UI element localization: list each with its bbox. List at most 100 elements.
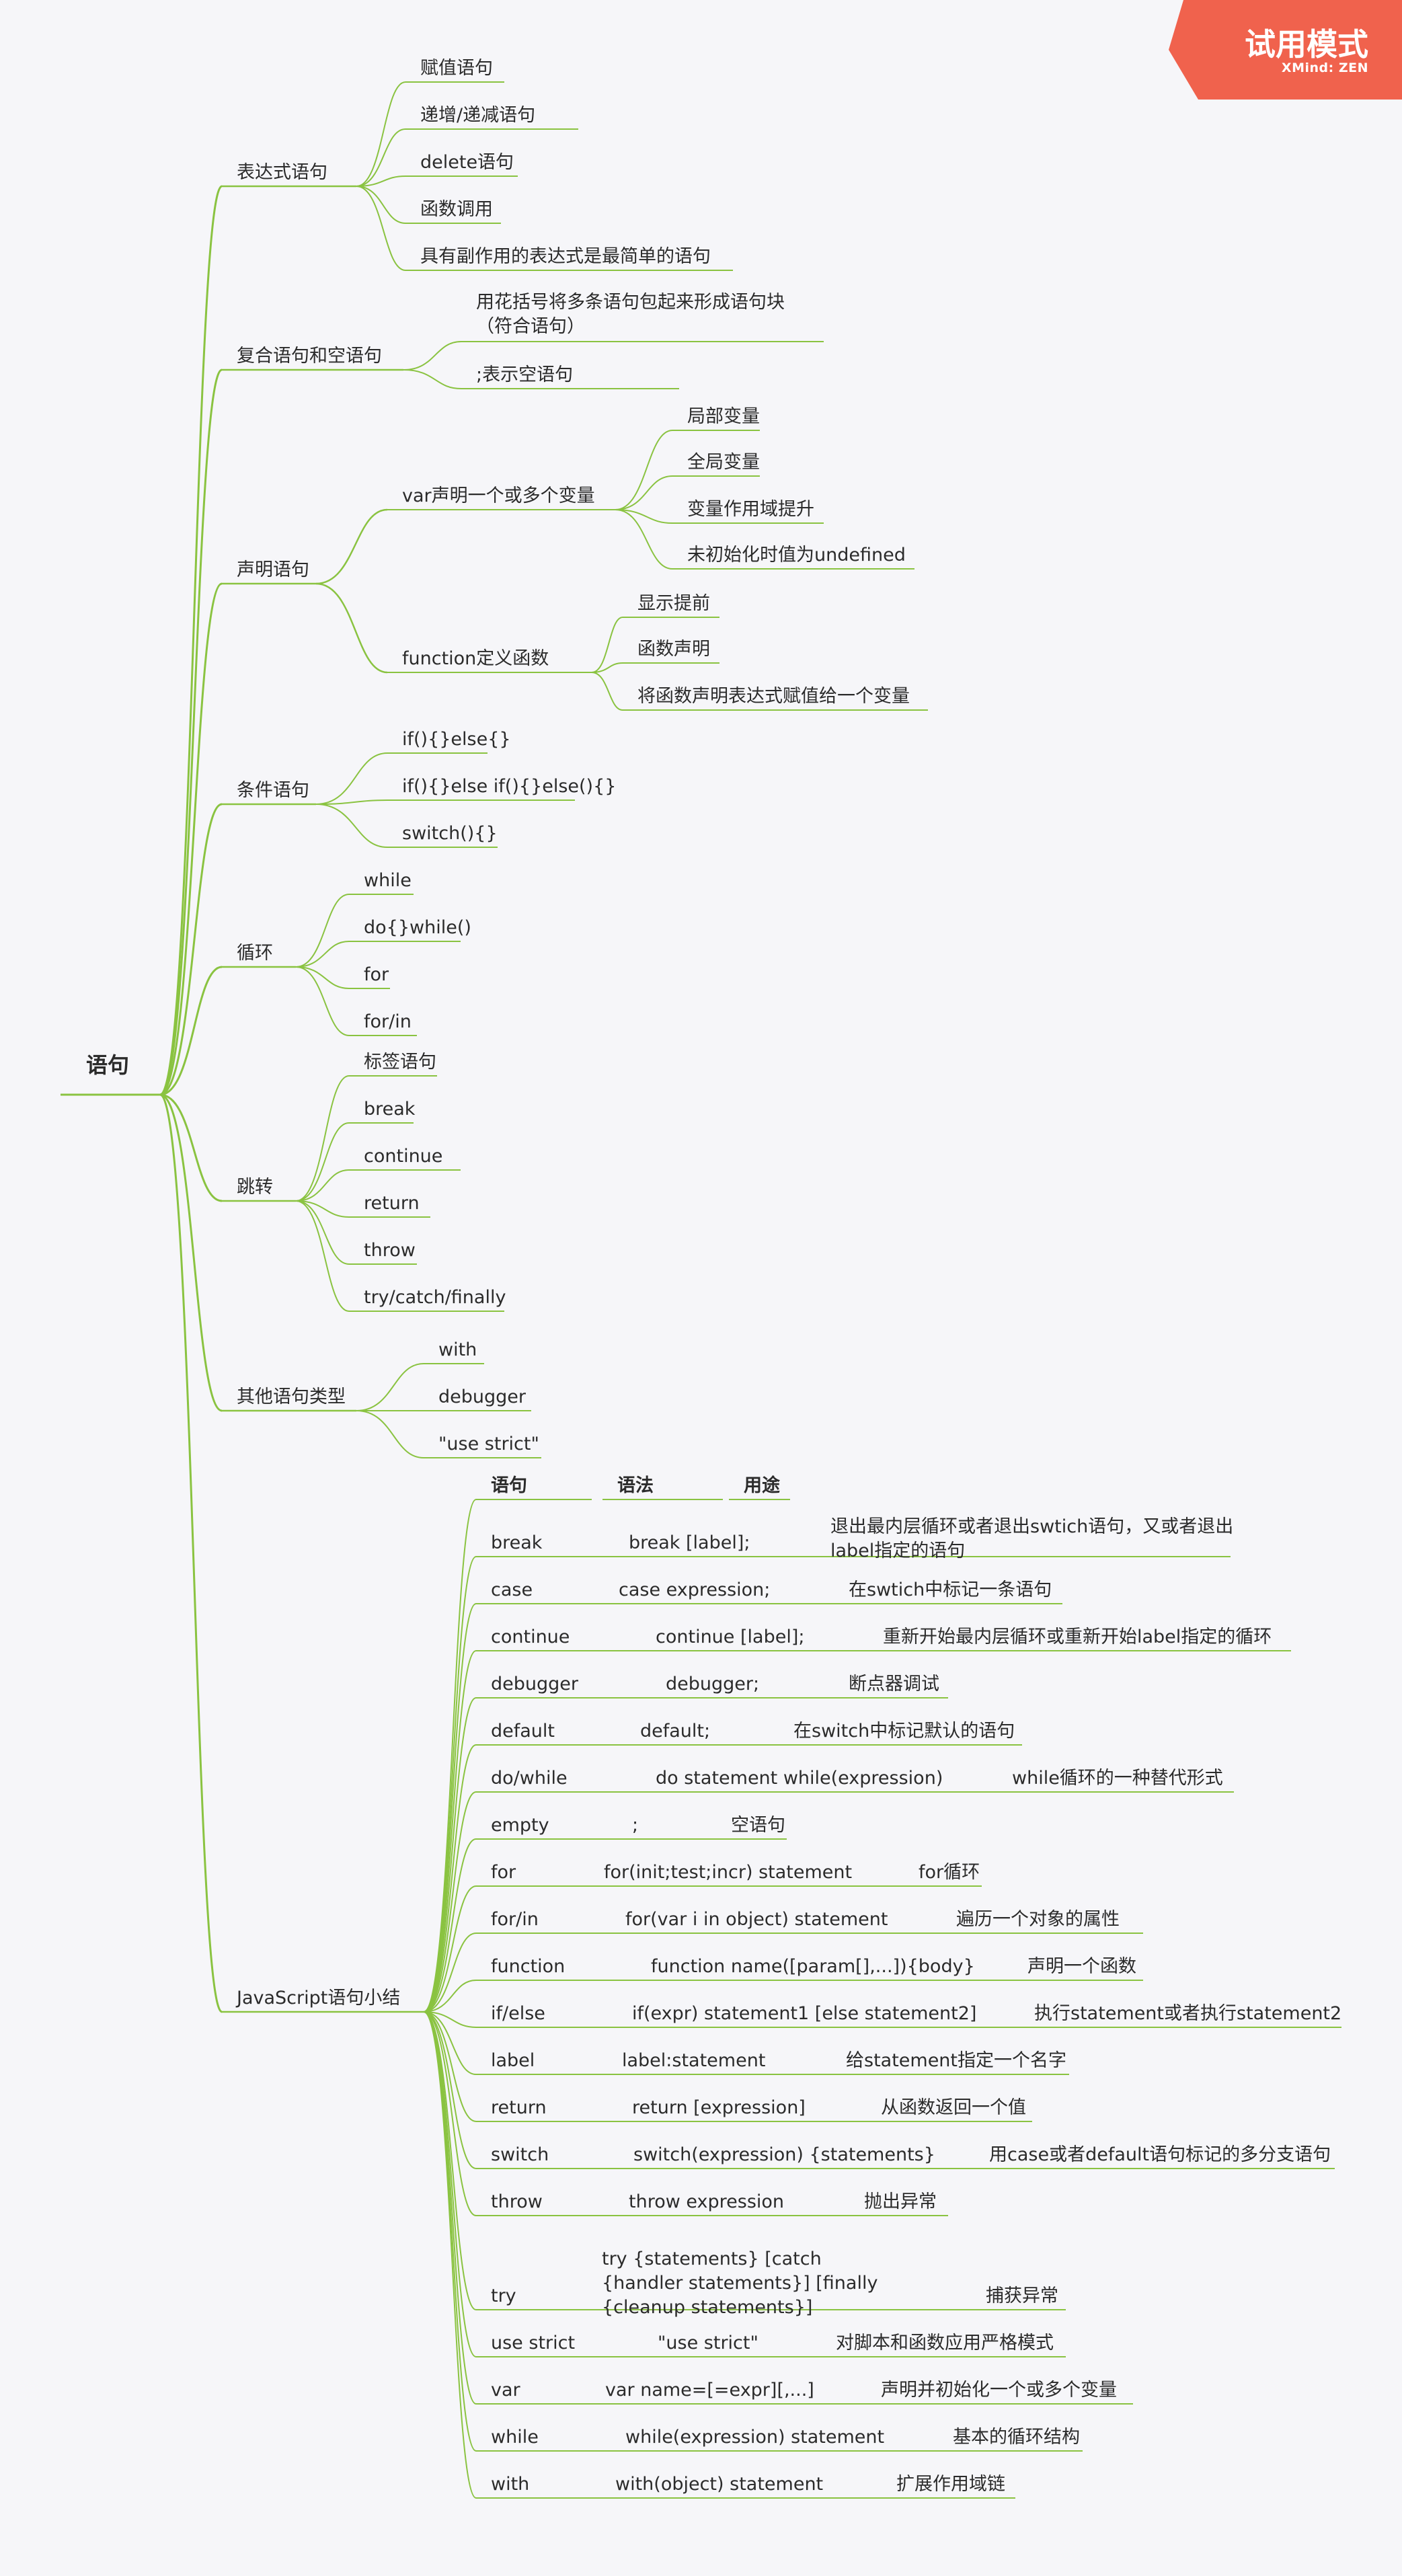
leaf-topic[interactable]: 函数声明 <box>637 639 710 660</box>
leaf-topic[interactable]: 递增/递减语句 <box>420 105 536 126</box>
leaf-topic[interactable]: if(){}else if(){}else(){} <box>402 776 617 797</box>
leaf-topic[interactable]: break <box>364 1099 416 1120</box>
table-cell-statement[interactable]: var <box>491 2380 520 2401</box>
leaf-topic[interactable]: throw <box>364 1240 416 1261</box>
table-cell-statement[interactable]: for/in <box>491 1909 539 1930</box>
table-cell-syntax[interactable]: switch(expression) {statements} <box>633 2144 935 2165</box>
table-cell-statement[interactable]: default <box>491 1721 555 1742</box>
table-cell-purpose[interactable]: 退出最内层循环或者退出swtich语句，又或者退出label指定的语句 <box>830 1516 1234 1561</box>
table-cell-syntax[interactable]: with(object) statement <box>615 2474 824 2495</box>
table-cell-statement[interactable]: with <box>491 2474 530 2495</box>
leaf-topic[interactable]: for/in <box>364 1011 412 1032</box>
table-cell-syntax[interactable]: function name([param[],...]){body} <box>651 1956 975 1977</box>
table-cell-statement[interactable]: switch <box>491 2144 549 2165</box>
table-cell-purpose[interactable]: 声明一个函数 <box>1027 1956 1136 1977</box>
table-cell-purpose[interactable]: 在swtich中标记一条语句 <box>849 1579 1052 1600</box>
table-cell-syntax[interactable]: ; <box>632 1815 639 1836</box>
leaf-topic[interactable]: try/catch/finally <box>364 1287 506 1308</box>
table-cell-statement[interactable]: for <box>491 1862 516 1883</box>
table-cell-purpose[interactable]: 在switch中标记默认的语句 <box>793 1721 1015 1742</box>
leaf-topic[interactable]: 显示提前 <box>637 593 710 614</box>
branch-8[interactable]: JavaScript语句小结 <box>237 1988 401 2008</box>
table-header[interactable]: 用途 <box>744 1475 780 1496</box>
leaf-topic[interactable]: 具有副作用的表达式是最简单的语句 <box>420 246 711 267</box>
table-cell-syntax[interactable]: try {statements} [catch {handler stateme… <box>602 2249 878 2318</box>
branch-5[interactable]: 循环 <box>237 943 273 964</box>
table-cell-statement[interactable]: continue <box>491 1627 570 1647</box>
leaf-topic[interactable]: 用花括号将多条语句包起来形成语句块（符合语句） <box>476 292 785 337</box>
table-cell-purpose[interactable]: 用case或者default语句标记的多分支语句 <box>989 2144 1331 2165</box>
table-cell-statement[interactable]: case <box>491 1579 533 1600</box>
table-cell-purpose[interactable]: 基本的循环结构 <box>953 2427 1080 2448</box>
table-cell-purpose[interactable]: 执行statement或者执行statement2 <box>1034 2003 1342 2024</box>
table-cell-syntax[interactable]: debugger; <box>666 1674 760 1694</box>
table-cell-syntax[interactable]: "use strict" <box>658 2333 758 2353</box>
sub-branch[interactable]: function定义函数 <box>402 648 549 669</box>
leaf-topic[interactable]: ;表示空语句 <box>476 364 574 385</box>
table-cell-purpose[interactable]: 遍历一个对象的属性 <box>956 1909 1120 1930</box>
table-cell-syntax[interactable]: do statement while(expression) <box>656 1768 943 1789</box>
branch-7[interactable]: 其他语句类型 <box>237 1387 346 1407</box>
branch-4[interactable]: 条件语句 <box>237 780 309 801</box>
leaf-topic[interactable]: debugger <box>438 1387 526 1407</box>
leaf-topic[interactable]: 标签语句 <box>364 1052 436 1072</box>
table-cell-syntax[interactable]: default; <box>640 1721 711 1742</box>
leaf-topic[interactable]: continue <box>364 1146 443 1167</box>
table-cell-statement[interactable]: debugger <box>491 1674 578 1694</box>
table-cell-statement[interactable]: empty <box>491 1815 549 1836</box>
branch-3[interactable]: 声明语句 <box>237 559 309 580</box>
leaf-topic[interactable]: do{}while() <box>364 917 471 938</box>
table-cell-purpose[interactable]: 对脚本和函数应用严格模式 <box>836 2333 1054 2353</box>
leaf-topic[interactable]: 将函数声明表达式赋值给一个变量 <box>637 686 910 707</box>
table-cell-syntax[interactable]: for(var i in object) statement <box>625 1909 888 1930</box>
table-cell-statement[interactable]: throw <box>491 2191 543 2212</box>
sub-branch[interactable]: var声明一个或多个变量 <box>402 485 595 506</box>
table-cell-statement[interactable]: use strict <box>491 2333 576 2353</box>
branch-2[interactable]: 复合语句和空语句 <box>237 346 382 366</box>
table-cell-purpose[interactable]: while循环的一种替代形式 <box>1012 1768 1223 1789</box>
table-cell-purpose[interactable]: for循环 <box>919 1862 980 1883</box>
table-cell-purpose[interactable]: 抛出异常 <box>864 2191 937 2212</box>
table-header[interactable]: 语句 <box>491 1475 527 1496</box>
leaf-topic[interactable]: switch(){} <box>402 823 498 844</box>
leaf-topic[interactable]: delete语句 <box>420 152 514 173</box>
leaf-topic[interactable]: 局部变量 <box>687 406 760 427</box>
leaf-topic[interactable]: for <box>364 964 389 985</box>
trial-mode-badge[interactable]: 试用模式 XMind: ZEN <box>1169 0 1402 100</box>
table-cell-purpose[interactable]: 从函数返回一个值 <box>881 2097 1026 2118</box>
root-topic[interactable]: 语句 <box>86 1052 130 1078</box>
table-cell-statement[interactable]: if/else <box>491 2003 545 2024</box>
table-cell-syntax[interactable]: var name=[=expr][,...] <box>605 2380 814 2401</box>
table-cell-purpose[interactable]: 给statement指定一个名字 <box>846 2050 1067 2071</box>
leaf-topic[interactable]: 函数调用 <box>420 199 493 220</box>
table-cell-statement[interactable]: while <box>491 2427 539 2448</box>
leaf-topic[interactable]: return <box>364 1193 420 1214</box>
leaf-topic[interactable]: while <box>364 870 412 891</box>
leaf-topic[interactable]: 全局变量 <box>687 452 760 473</box>
table-cell-syntax[interactable]: if(expr) statement1 [else statement2] <box>632 2003 977 2024</box>
table-cell-purpose[interactable]: 重新开始最内层循环或重新开始label指定的循环 <box>883 1627 1272 1647</box>
table-cell-purpose[interactable]: 扩展作用域链 <box>896 2474 1005 2495</box>
table-cell-syntax[interactable]: while(expression) statement <box>625 2427 885 2448</box>
table-cell-syntax[interactable]: break [label]; <box>629 1532 750 1553</box>
branch-1[interactable]: 表达式语句 <box>237 162 327 183</box>
table-cell-statement[interactable]: return <box>491 2097 547 2118</box>
table-cell-purpose[interactable]: 断点器调试 <box>849 1674 939 1694</box>
leaf-topic[interactable]: 未初始化时值为undefined <box>687 545 906 565</box>
table-cell-purpose[interactable]: 声明并初始化一个或多个变量 <box>881 2380 1117 2401</box>
table-cell-statement[interactable]: do/while <box>491 1768 568 1789</box>
leaf-topic[interactable]: 变量作用域提升 <box>687 499 814 520</box>
table-cell-purpose[interactable]: 捕获异常 <box>986 2286 1058 2306</box>
table-cell-syntax[interactable]: case expression; <box>619 1579 771 1600</box>
table-cell-purpose[interactable]: 空语句 <box>731 1815 785 1836</box>
table-cell-syntax[interactable]: for(init;test;incr) statement <box>604 1862 853 1883</box>
leaf-topic[interactable]: with <box>438 1339 477 1360</box>
leaf-topic[interactable]: 赋值语句 <box>420 58 493 79</box>
table-cell-statement[interactable]: try <box>491 2286 516 2306</box>
table-cell-statement[interactable]: break <box>491 1532 543 1553</box>
branch-6[interactable]: 跳转 <box>237 1177 273 1198</box>
leaf-topic[interactable]: "use strict" <box>438 1434 539 1454</box>
table-cell-statement[interactable]: function <box>491 1956 566 1977</box>
leaf-topic[interactable]: if(){}else{} <box>402 729 511 750</box>
table-cell-syntax[interactable]: throw expression <box>629 2191 785 2212</box>
